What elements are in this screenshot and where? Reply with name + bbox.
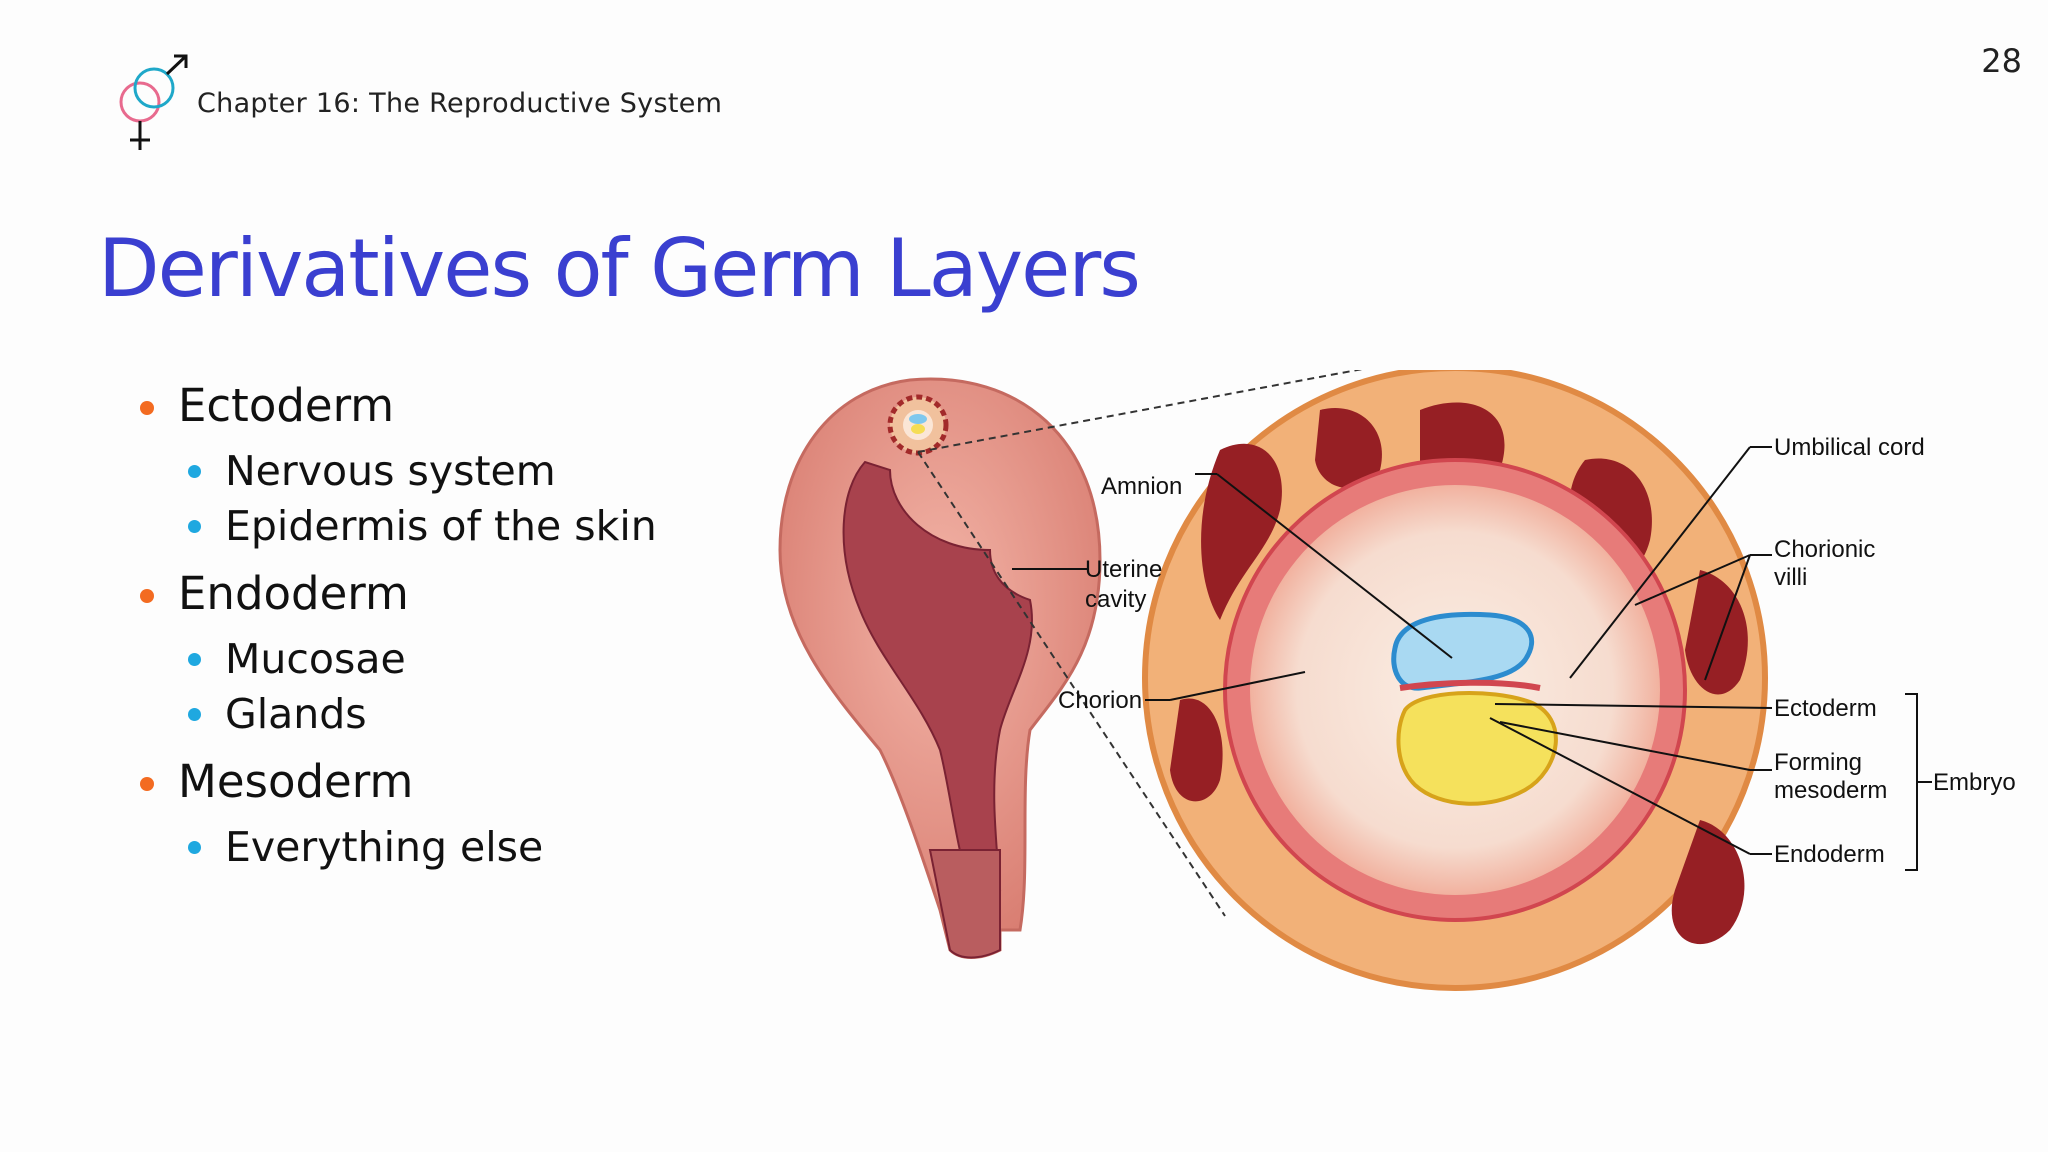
- label-embryo: Embryo: [1933, 769, 2016, 796]
- chapter-title: Chapter 16: The Reproductive System: [197, 88, 723, 119]
- bullet-list: Ectoderm Nervous system Epidermis of the…: [140, 378, 657, 875]
- page-number: 28: [1981, 42, 2022, 80]
- bullet-mesoderm: Mesoderm: [140, 754, 657, 810]
- bullet-mucosae: Mucosae: [140, 632, 657, 687]
- label-forming-mesoderm-1: Forming: [1774, 749, 1862, 776]
- label-uterine-cavity-1: Uterine: [1085, 556, 1162, 583]
- label-forming-mesoderm-2: mesoderm: [1774, 777, 1887, 804]
- bullet-glands: Glands: [140, 687, 657, 742]
- embryo-cross-section: [1142, 370, 1768, 991]
- bullet-everything-else: Everything else: [140, 820, 657, 875]
- label-chorion: Chorion: [1058, 687, 1142, 714]
- label-uterine-cavity-2: cavity: [1085, 586, 1146, 613]
- bullet-ectoderm: Ectoderm: [140, 378, 657, 434]
- bullet-endoderm: Endoderm: [140, 566, 657, 622]
- bullet-nervous-system: Nervous system: [140, 444, 657, 499]
- label-chorionic-villi-2: villi: [1774, 564, 1807, 591]
- label-amnion: Amnion: [1101, 473, 1182, 500]
- uterus-illustration: [778, 377, 1102, 959]
- male-female-symbol-icon: [119, 54, 188, 150]
- label-ectoderm: Ectoderm: [1774, 695, 1877, 722]
- bullet-epidermis: Epidermis of the skin: [140, 499, 657, 554]
- label-chorionic-villi-1: Chorionic: [1774, 536, 1875, 563]
- slide-title: Derivatives of Germ Layers: [98, 222, 1141, 315]
- label-endoderm: Endoderm: [1774, 841, 1885, 868]
- embryo-diagram: Amnion Uterine cavity Chorion Umbilical …: [778, 370, 2016, 991]
- label-umbilical-cord: Umbilical cord: [1774, 434, 1925, 461]
